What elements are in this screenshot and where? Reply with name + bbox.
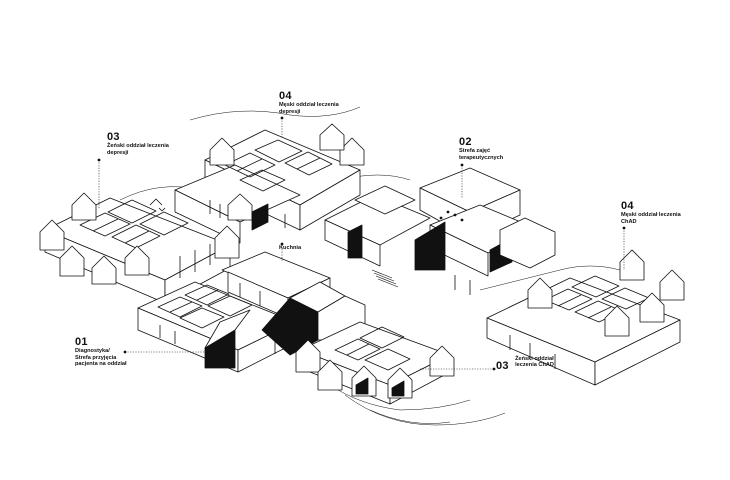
label-number: 02 [459,136,472,148]
label-text: Diagnostyka/ Strefa przyjęcia pacjenta n… [75,348,127,367]
callout-dots [97,116,626,371]
building-03-depression-female [39,192,240,304]
label-number: 04 [621,200,634,212]
label-text: Żeński oddział leczenia depresji [107,143,169,156]
label-03-female-depression: 03 Żeński oddział leczenia depresji [107,131,169,156]
label-text: Męski oddział leczenia depresji [279,102,339,115]
building-04-depression-male [174,123,365,244]
label-04-male-chad: 04 Męski oddział leczenia ChAD [621,200,683,225]
label-02-therapy: 02 Strefa zajęć terapeutycznych [459,136,521,161]
label-number: 04 [279,90,292,102]
label-number: 01 [75,336,88,348]
building-04-chad-male [486,249,685,386]
building-02-therapy [324,167,556,295]
label-01-diagnostics: 01 Diagnostyka/ Strefa przyjęcia pacjent… [75,336,127,367]
label-04-male-depression: 04 Męski oddział leczenia depresji [279,90,341,115]
label-03-female-chad: 03 Żeński oddział leczenia ChAD [496,356,565,374]
building-03-chad-female [295,321,455,405]
label-number: 03 [107,131,120,143]
label-kitchen: Kuchnia [279,236,301,254]
label-text: Męski oddział leczenia ChAD [621,212,681,225]
label-number: 03 [496,360,509,372]
label-text: Strefa zajęć terapeutycznych [459,148,504,161]
label-text: Żeński oddział leczenia ChAD [515,356,554,369]
building-01-diagnostics [137,281,366,373]
label-text: Kuchnia [279,245,302,251]
callout-leaders [98,118,625,370]
